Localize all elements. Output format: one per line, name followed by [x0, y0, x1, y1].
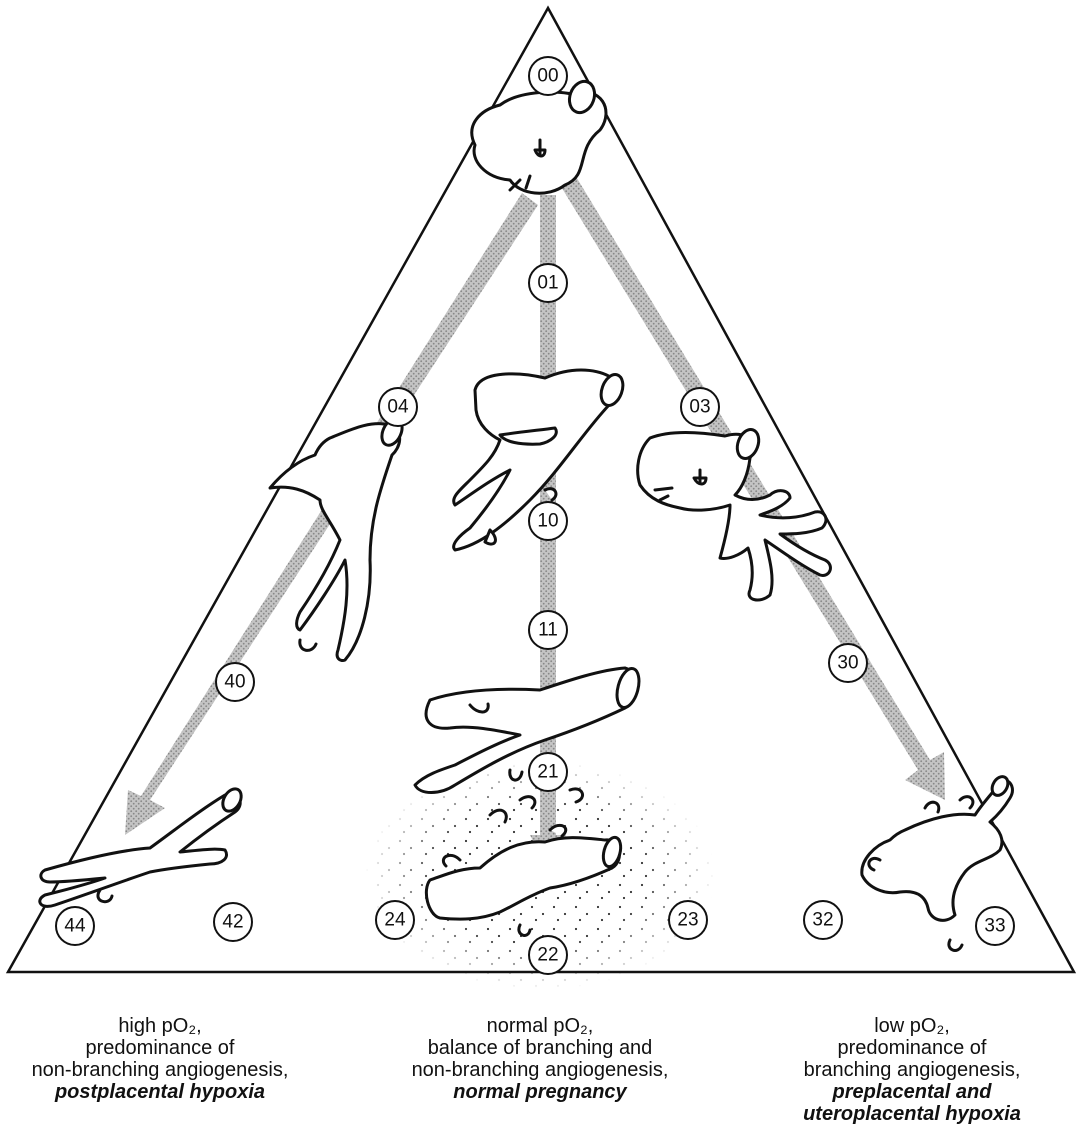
node-00: 00 [528, 56, 568, 96]
caption-center-line2: balance of branching and [427, 1037, 653, 1059]
caption-left-line4: postplacental hypoxia [54, 1081, 266, 1103]
svg-text:00: 00 [537, 66, 558, 87]
node-04: 04 [378, 387, 418, 427]
node-21: 21 [528, 752, 568, 792]
svg-text:01: 01 [537, 273, 558, 294]
vessel-22-icon [424, 787, 623, 937]
svg-text:40: 40 [224, 672, 245, 693]
node-01: 01 [528, 263, 568, 303]
svg-text:04: 04 [387, 397, 409, 418]
svg-text:32: 32 [812, 910, 833, 931]
caption-center: normal pO₂, balance of branching and non… [360, 1015, 720, 1103]
node-10: 10 [528, 501, 568, 541]
node-24: 24 [375, 900, 415, 940]
vessel-11-icon [413, 666, 641, 794]
svg-text:22: 22 [537, 945, 558, 966]
node-42: 42 [213, 902, 253, 942]
caption-left: high pO₂, predominance of non-branching … [0, 1015, 340, 1103]
caption-right-line3: branching angiogenesis, [803, 1059, 1021, 1081]
caption-left-line1: high pO₂, [118, 1015, 202, 1037]
vessel-04-icon [268, 417, 404, 662]
vessel-33-icon [860, 775, 1014, 952]
caption-center-line1: normal pO₂, [486, 1015, 594, 1037]
svg-text:24: 24 [384, 910, 406, 931]
svg-text:44: 44 [64, 916, 86, 937]
node-23: 23 [668, 900, 708, 940]
node-30: 30 [828, 643, 868, 683]
node-22: 22 [528, 935, 568, 975]
caption-right-line5: uteroplacental hypoxia [803, 1103, 1021, 1125]
vessel-01-icon [452, 368, 625, 552]
svg-text:03: 03 [689, 397, 710, 418]
svg-text:23: 23 [677, 910, 698, 931]
vessel-03-icon [636, 427, 832, 602]
node-33: 33 [975, 906, 1015, 946]
caption-right-line2: predominance of [837, 1037, 987, 1059]
caption-right-line1: low pO₂, [874, 1015, 950, 1037]
vessel-44-icon [38, 787, 243, 908]
svg-text:21: 21 [537, 762, 558, 783]
svg-text:33: 33 [984, 916, 1005, 937]
svg-text:42: 42 [222, 912, 243, 933]
caption-right: low pO₂, predominance of branching angio… [745, 1015, 1079, 1125]
caption-center-line4: normal pregnancy [453, 1081, 627, 1103]
caption-right-line4: preplacental and [832, 1081, 992, 1103]
svg-text:10: 10 [537, 511, 558, 532]
vessel-00-icon [470, 79, 608, 195]
node-32: 32 [803, 900, 843, 940]
caption-left-line3: non-branching angiogenesis, [31, 1059, 289, 1081]
node-11: 11 [528, 610, 568, 650]
svg-text:30: 30 [837, 653, 858, 674]
caption-center-line3: non-branching angiogenesis, [411, 1059, 669, 1081]
caption-left-line2: predominance of [85, 1037, 235, 1059]
node-03: 03 [680, 387, 720, 427]
node-40: 40 [215, 662, 255, 702]
svg-text:11: 11 [538, 620, 558, 641]
node-44: 44 [55, 906, 95, 946]
